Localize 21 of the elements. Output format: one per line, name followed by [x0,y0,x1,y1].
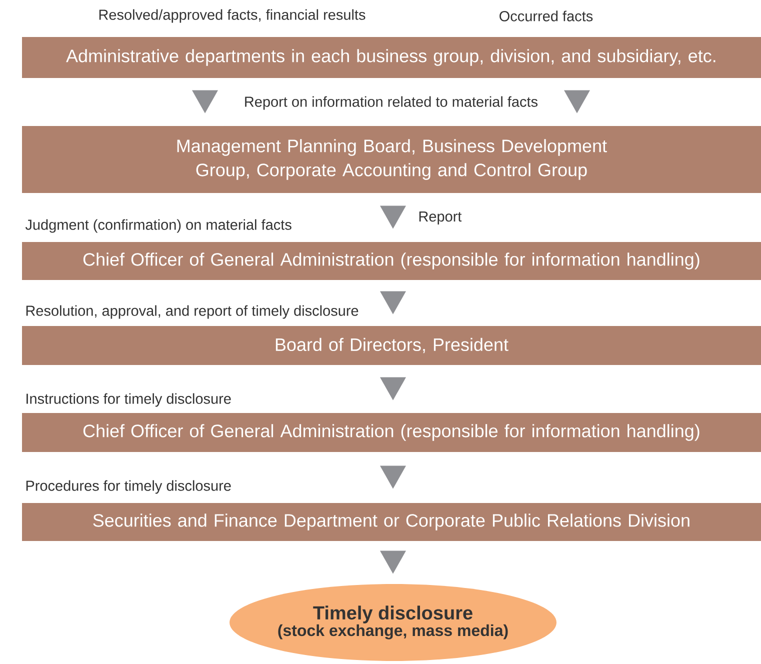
note-label: Occurred facts [500,10,593,22]
arrow [192,90,218,114]
arrow [380,377,406,400]
arrow [380,466,406,489]
note-label: Resolution, approval, and report of timely disclosure [26,305,358,319]
edge-label: Report on information related to material facts [242,95,540,111]
note-label: Resolved/approved facts, financial results [99,9,366,23]
arrow [380,550,406,574]
arrow [564,90,590,114]
arrow [380,291,406,314]
process-box: Chief Officer of General Administration (responsible for information handling) [22,242,761,280]
edge-label: Report [417,210,463,226]
note-label: Instructions for timely disclosure [26,393,231,407]
note-label: Procedures for timely disclosure [26,480,231,494]
process-box: Securities and Finance Department or Corporate Public Relations Division [22,503,761,541]
process-box: Management Planning Board, Business Development Group, Corporate Accounting and Control Group [22,126,761,193]
arrow [380,206,406,229]
note-label: Judgment (confirmation) on material facts [25,219,292,233]
process-box: Administrative departments in each business group, division, and subsidiary, etc. [22,37,761,78]
process-box: Board of Directors, President [22,326,761,365]
process-box: Chief Officer of General Administration (responsible for information handling) [22,413,761,452]
